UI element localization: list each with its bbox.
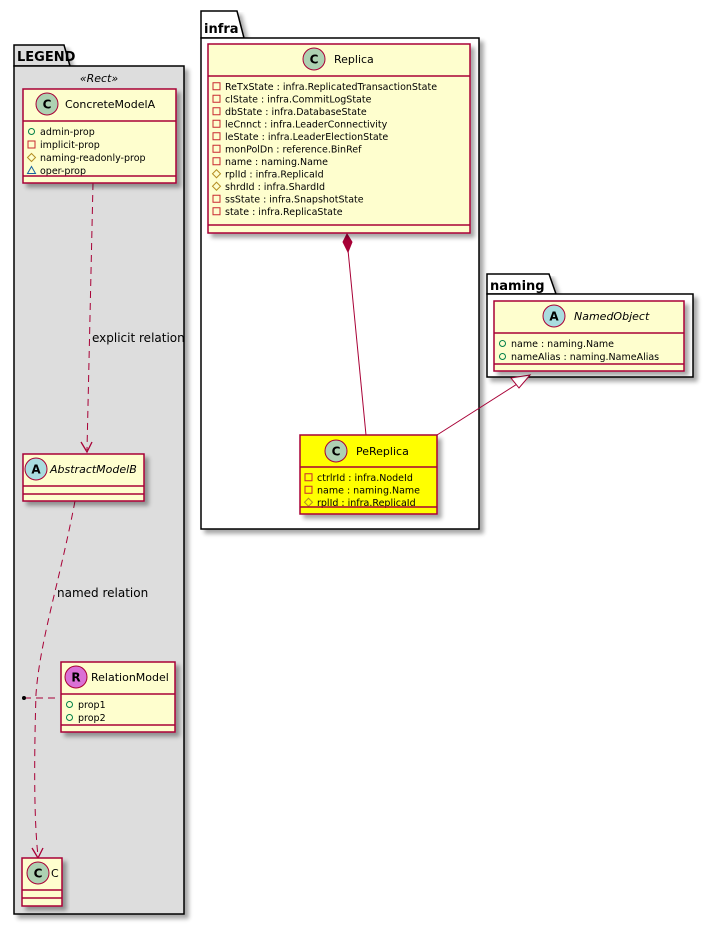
class-spot-letter: C: [43, 98, 52, 112]
class-attribute: dbState : infra.DatabaseState: [225, 107, 367, 118]
class-name: PeReplica: [356, 445, 409, 458]
class-attribute: ssState : infra.SnapshotState: [225, 194, 364, 205]
public-visibility-icon: [499, 340, 506, 347]
class-spot-letter: C: [332, 445, 341, 459]
class-name: ConcreteModelA: [65, 98, 156, 111]
class-attribute: prop2: [78, 713, 106, 724]
class-box: [60, 661, 176, 733]
class-c[interactable]: C C: [21, 857, 63, 907]
private-visibility-icon: [304, 473, 313, 482]
class-attribute: ctrlrId : infra.NodeId: [317, 473, 413, 484]
class-attribute: monPolDn : reference.BinRef: [225, 144, 362, 155]
class-name: Replica: [334, 53, 374, 66]
class-abstract-model-b[interactable]: A AbstractModelB: [22, 453, 145, 502]
class-attribute: naming-readonly-prop: [40, 153, 146, 164]
class-box: [299, 434, 438, 515]
class-attribute: shrdId : infra.ShardId: [225, 182, 325, 193]
class-attribute: prop1: [78, 700, 106, 711]
class-attribute: clState : infra.CommitLogState: [225, 94, 372, 105]
class-attribute: ReTxState : infra.ReplicatedTransactionS…: [225, 82, 437, 93]
composition-line: [347, 249, 367, 436]
class-name: NamedObject: [574, 310, 650, 323]
class-spot-letter: A: [549, 310, 559, 324]
composition-edge: [342, 232, 367, 436]
explicit-relation-label: explicit relation: [92, 331, 185, 345]
public-visibility-icon: [66, 701, 73, 708]
class-spot-letter: R: [71, 671, 80, 685]
infra-package-label: infra: [204, 22, 239, 37]
class-attribute: admin-prop: [40, 127, 95, 138]
class-attribute: leState : infra.LeaderElectionState: [225, 132, 388, 143]
association-point: [22, 696, 26, 700]
generalization-arrowhead: [510, 374, 532, 389]
named-relation-label: named relation: [57, 586, 148, 600]
private-visibility-icon: [212, 194, 221, 203]
class-spot-letter: C: [34, 867, 43, 881]
class-name: C: [51, 867, 59, 880]
protected-visibility-icon: [211, 169, 222, 179]
public-visibility-icon: [66, 714, 73, 721]
class-replica[interactable]: C Replica ReTxState : infra.ReplicatedTr…: [207, 43, 471, 234]
class-attribute: name : naming.Name: [511, 339, 614, 350]
explicit-relation-line: [86, 182, 94, 451]
generalization-line: [436, 378, 526, 436]
naming-package-label: naming: [490, 279, 545, 294]
class-attribute: rplId : infra.ReplicaId: [317, 498, 416, 509]
public-visibility-icon: [499, 353, 506, 360]
class-attribute: nameAlias : naming.NameAlias: [511, 352, 659, 363]
private-visibility-icon: [27, 140, 36, 149]
class-name: AbstractModelB: [49, 463, 137, 476]
private-visibility-icon: [212, 207, 221, 216]
abstract-spot-icon: [542, 304, 566, 328]
class-attribute: name : naming.Name: [317, 485, 420, 496]
class-spot-icon: [35, 92, 59, 116]
private-visibility-icon: [212, 132, 221, 141]
package-visibility-icon: [26, 165, 37, 174]
class-name: RelationModel: [91, 671, 169, 684]
generalization-edge: [436, 374, 532, 436]
class-attribute: implicit-prop: [40, 140, 100, 151]
class-attribute: leCnnct : infra.LeaderConnectivity: [225, 119, 388, 130]
relation-spot-icon: [64, 665, 88, 689]
named-relation-line: [34, 500, 76, 857]
class-spot-letter: C: [310, 53, 319, 67]
private-visibility-icon: [212, 107, 221, 116]
class-spot-icon: [26, 861, 50, 885]
class-box: [493, 300, 685, 372]
class-spot-icon: [324, 439, 348, 463]
private-visibility-icon: [212, 119, 221, 128]
private-visibility-icon: [212, 157, 221, 166]
legend-stereotype: «Rect»: [80, 72, 119, 85]
class-spot-icon: [302, 47, 326, 71]
protected-visibility-icon: [26, 152, 37, 163]
class-named-object[interactable]: A NamedObject name : naming.Name nameAlia…: [493, 300, 685, 372]
class-attribute: oper-prop: [40, 166, 86, 177]
public-visibility-icon: [28, 128, 35, 135]
class-attribute: state : infra.ReplicaState: [225, 207, 343, 218]
legend-package-label: LEGEND: [17, 50, 76, 65]
private-visibility-icon: [304, 485, 313, 494]
class-spot-letter: A: [31, 463, 41, 477]
class-attribute: rplId : infra.ReplicaId: [225, 169, 324, 180]
explicit-relation-edge: explicit relation: [80, 182, 185, 454]
composition-diamond: [342, 232, 353, 254]
explicit-relation-arrowhead: [80, 441, 93, 454]
class-concrete-model-a[interactable]: C ConcreteModelA admin-prop implicit-prop…: [22, 88, 177, 184]
class-attribute: name : naming.Name: [225, 157, 328, 168]
private-visibility-icon: [212, 94, 221, 103]
class-relation-model[interactable]: R RelationModel prop1 prop2: [60, 661, 176, 733]
private-visibility-icon: [212, 82, 221, 91]
protected-visibility-icon: [211, 181, 222, 191]
abstract-spot-icon: [24, 457, 48, 481]
private-visibility-icon: [212, 144, 221, 153]
